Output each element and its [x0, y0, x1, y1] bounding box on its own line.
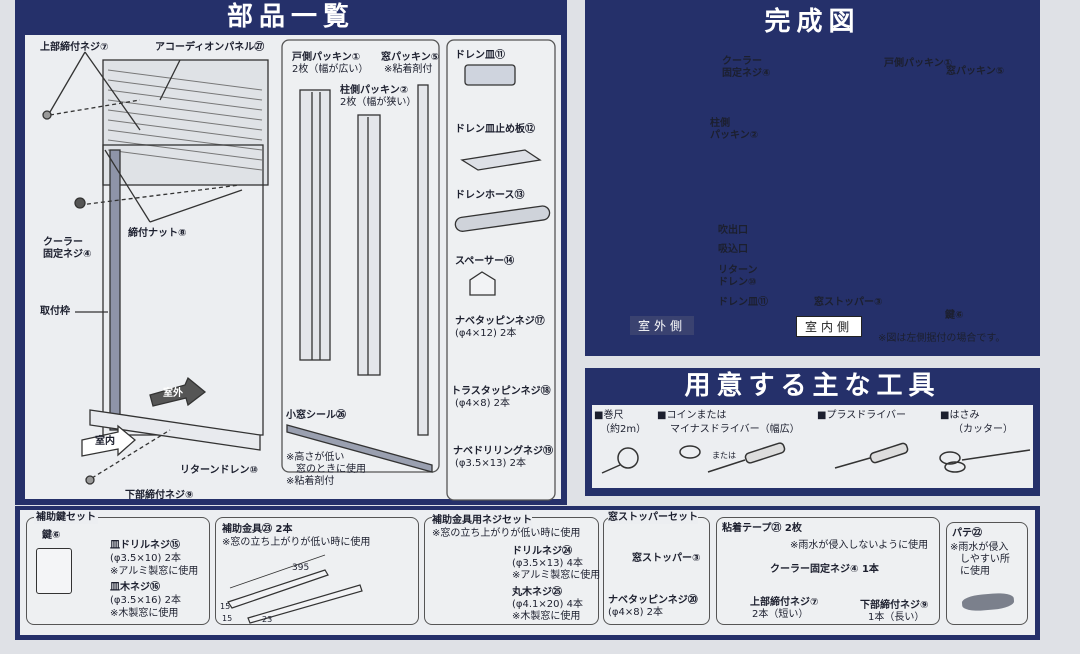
tool-scissors-sub: （カッター）: [953, 424, 1013, 435]
bracket-screws-title: 補助金具用ネジセット: [432, 515, 532, 527]
bracket-note: ※窓の立ち上がりが低い時に使用: [222, 537, 371, 548]
screw-16-note: ※木製窓に使用: [110, 608, 179, 619]
c-label-lock: 鍵⑥: [945, 310, 964, 321]
stopper-set-box: [603, 517, 710, 625]
c-label-window-packing: 窓パッキン⑤: [946, 66, 1005, 77]
completed-title: 完成図: [764, 7, 861, 37]
tape-bottom-screw: 下部締付ネジ⑨: [860, 600, 929, 611]
screw-15-spec: (φ3.5×10) 2本: [110, 553, 181, 564]
label-cooler-screw: クーラー 固定ネジ④: [43, 237, 92, 260]
tool-phillips-label: ■プラスドライバー: [817, 410, 907, 421]
label-top-screw: 上部締付ネジ⑦: [40, 42, 109, 53]
label-pillar-packing: 柱側パッキン②: [340, 85, 409, 96]
tape-top-screw: 上部締付ネジ⑦: [750, 597, 819, 608]
label-drain-pan: ドレン皿⑪: [455, 50, 505, 61]
label-return-drain: リターンドレン⑩: [180, 465, 258, 476]
label-small-window-seal: 小窓シール㉖: [286, 410, 346, 421]
label-bottom-screw: 下部締付ネジ⑨: [125, 490, 194, 501]
label-indoor-arrow: 室内: [95, 436, 115, 447]
screw-15: 皿ドリルネジ⑮: [110, 540, 180, 551]
c-label-inlet: 吸込口: [718, 244, 748, 255]
screw-25: 丸木ネジ㉕: [512, 587, 562, 598]
putty-note: ※雨水が侵入 しやすい所 に使用: [950, 542, 1010, 577]
tape-title: 粘着テープ㉑ 2枚: [722, 523, 802, 534]
accordion-panel-drawing: [102, 59, 269, 186]
completed-note: ※図は左側据付の場合です。: [878, 333, 1006, 344]
tape-box: [716, 517, 940, 625]
pillar-packing-note: 2枚（幅が狭い）: [340, 97, 417, 108]
screw-18-spec: (φ4×8) 2本: [455, 398, 511, 409]
completed-panel: [585, 0, 1040, 356]
outdoor-side-tag: 室外側: [630, 316, 695, 335]
screw-17-spec: (φ4×12) 2本: [455, 328, 517, 339]
tools-area: [591, 404, 1034, 489]
stopper-label: 窓ストッパー③: [632, 553, 701, 564]
label-spacer: スペーサー⑭: [455, 256, 515, 267]
indoor-side-tag: 室内側: [796, 316, 863, 337]
screw-15-note: ※アルミ製窓に使用: [110, 566, 199, 577]
window-packing-note: ※粘着剤付: [384, 64, 433, 75]
label-window-packing: 窓パッキン⑤: [381, 52, 440, 63]
tape-note: ※雨水が侵入しないように使用: [790, 540, 929, 551]
tape-bottom-screw-qty: 1本（長い）: [868, 612, 925, 623]
tool-coin-sub: マイナスドライバー（幅広）: [670, 424, 800, 435]
door-packing-note: 2枚（幅が広い）: [292, 64, 369, 75]
bracket-screws-note: ※窓の立ち上がりが低い時に使用: [432, 528, 581, 539]
label-screw-17: ナベタッピンネジ⑰: [455, 316, 545, 327]
tools-title: 用意する主な工具: [684, 371, 941, 401]
tool-coin-extra: または: [712, 451, 736, 460]
bracket-title: 補助金具㉓ 2本: [222, 524, 293, 535]
stopper-screw: ナベタッピンネジ⑳: [608, 595, 698, 606]
c-label-drain-pan: ドレン皿⑪: [718, 297, 768, 308]
tape-cooler-screw: クーラー固定ネジ④ 1本: [770, 564, 879, 575]
bracket-dim-w: 15: [222, 614, 233, 623]
bracket-screws-box: [424, 517, 599, 625]
screw-24: ドリルネジ㉔: [512, 546, 572, 557]
c-label-return-drain: リターン ドレン⑩: [718, 265, 758, 288]
screw-16: 皿木ネジ⑯: [110, 582, 160, 593]
bracket-dim-d: 23: [262, 615, 273, 624]
c-label-pillar-packing: 柱側 パッキン②: [710, 118, 759, 141]
c-label-outlet: 吹出口: [718, 225, 748, 236]
putty-title: パテ㉒: [952, 528, 982, 539]
label-drain-stop-plate: ドレン皿止め板⑫: [455, 124, 535, 135]
label-drain-hose: ドレンホース⑬: [455, 190, 525, 201]
label-frame: 取付枠: [40, 306, 70, 317]
putty-box: [946, 522, 1028, 625]
tool-coin-label: ■コインまたは: [657, 410, 727, 421]
tool-scissors-label: ■はさみ: [940, 410, 980, 421]
completed-area: [591, 40, 1034, 350]
screw-25-spec: (φ4.1×20) 4本: [512, 599, 583, 610]
tool-tape-label: ■巻尺: [594, 410, 624, 421]
tape-top-screw-qty: 2本（短い）: [752, 609, 809, 620]
screw-16-spec: (φ3.5×16) 2本: [110, 595, 181, 606]
screw-19-spec: (φ3.5×13) 2本: [455, 458, 526, 469]
lock-label: 鍵⑥: [42, 530, 61, 541]
bracket-dim-h: 15: [220, 602, 231, 611]
stopper-screw-spec: (φ4×8) 2本: [608, 607, 664, 618]
parts-list-title: 部品一覧: [226, 2, 355, 32]
lock-set-title: 補助鍵セット: [34, 512, 98, 524]
c-label-cooler-screw: クーラー 固定ネジ④: [722, 56, 771, 79]
c-label-door-packing: 戸側パッキン①: [884, 58, 953, 69]
label-accordion-panel: アコーディオンパネル㉗: [155, 42, 265, 53]
screw-24-note: ※アルミ製窓に使用: [512, 570, 601, 581]
bracket-dim-length: 395: [292, 563, 310, 573]
c-label-window-stopper: 窓ストッパー③: [814, 297, 883, 308]
label-nut: 締付ナット⑧: [128, 228, 187, 239]
lock-icon: [36, 548, 72, 594]
screw-24-spec: (φ3.5×13) 4本: [512, 558, 583, 569]
label-screw-18: トラスタッピンネジ⑱: [451, 386, 551, 397]
tool-tape-sub: （約2m）: [600, 424, 647, 435]
stopper-set-title: 窓ストッパーセット: [608, 512, 698, 524]
label-outdoor-arrow: 室外: [163, 388, 183, 399]
label-door-packing: 戸側パッキン①: [292, 52, 361, 63]
seal-note: ※高さが低い 窓のときに使用 ※粘着剤付: [286, 452, 366, 487]
label-screw-19: ナベドリリングネジ⑲: [453, 446, 553, 457]
screw-25-note: ※木製窓に使用: [512, 611, 581, 622]
